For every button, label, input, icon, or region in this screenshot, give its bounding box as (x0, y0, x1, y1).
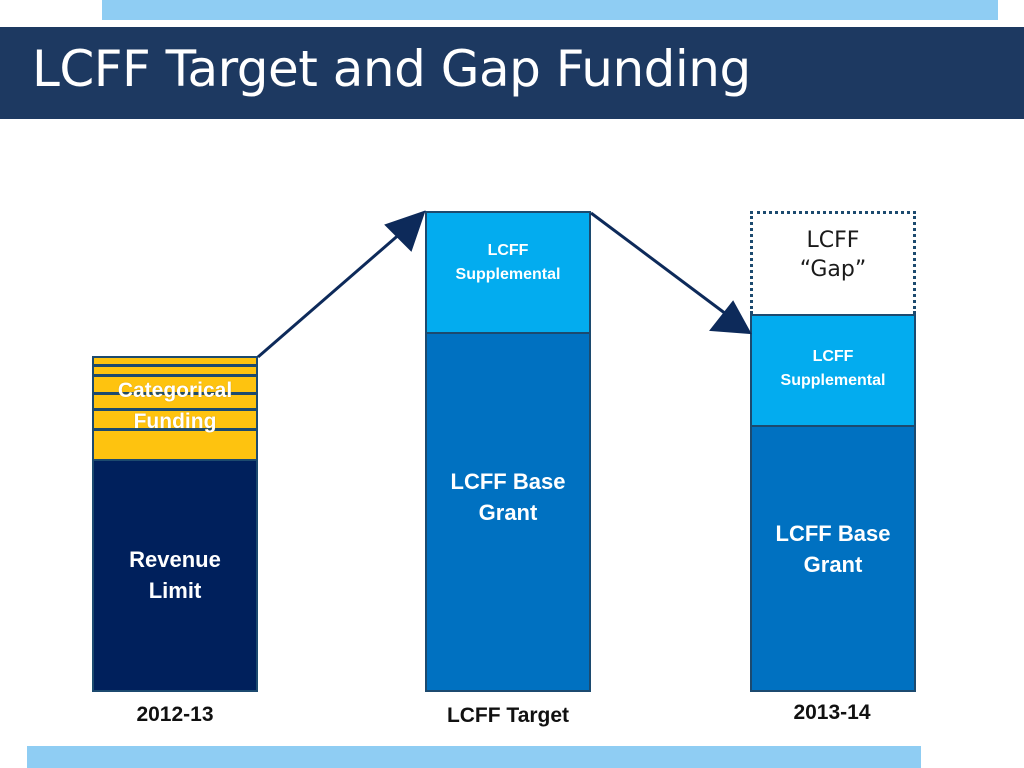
revenue-limit-label: Revenue Limit (129, 546, 221, 603)
slide-title: LCFF Target and Gap Funding (32, 40, 751, 98)
categorical-divider-line (94, 374, 256, 377)
lcff-base-grant-label: LCFF Base Grant (775, 520, 891, 577)
categorical-divider-line (94, 392, 256, 395)
categorical-divider-line (94, 428, 256, 431)
arrowhead-icon (709, 300, 752, 335)
lcff-supplemental-label: LCFF Supplemental (780, 348, 886, 389)
bar-label-2013-14: 2013-14 (793, 701, 871, 724)
bar-lcff-target: LCFF Supplemental LCFF Base Grant (425, 211, 591, 692)
top-accent-strip (102, 0, 998, 20)
bar-2012-13: Categorical Funding Revenue Limit (92, 356, 258, 692)
bar-label-2012-13: 2012-13 (136, 703, 214, 726)
bar-2013-14: LCFF Supplemental LCFF Base Grant (750, 314, 916, 692)
bottom-accent-strip (27, 746, 921, 768)
categorical-divider-line (94, 364, 256, 367)
arrowhead-icon (384, 210, 426, 252)
lcff-base-grant-segment: LCFF Base Grant (752, 427, 914, 690)
lcff-base-grant-label: LCFF Base Grant (450, 469, 566, 525)
lcff-gap-label: LCFF “Gap” (799, 228, 867, 282)
lcff-supplemental-label: LCFF Supplemental (455, 242, 561, 283)
lcff-gap-box: LCFF “Gap” (750, 211, 916, 314)
arrow-to-lcff-target (257, 210, 426, 359)
categorical-funding-segment: Categorical Funding (94, 358, 256, 461)
arrow-to-2013-14 (590, 211, 752, 335)
bar-label-lcff-target: LCFF Target (446, 704, 570, 727)
categorical-funding-label: Categorical Funding (117, 379, 233, 433)
lcff-base-grant-segment: LCFF Base Grant (427, 334, 589, 690)
revenue-limit-segment: Revenue Limit (94, 461, 256, 690)
lcff-supplemental-segment: LCFF Supplemental (427, 213, 589, 334)
title-bar (0, 27, 1024, 119)
lcff-supplemental-segment: LCFF Supplemental (752, 316, 914, 427)
categorical-divider-line (94, 408, 256, 411)
